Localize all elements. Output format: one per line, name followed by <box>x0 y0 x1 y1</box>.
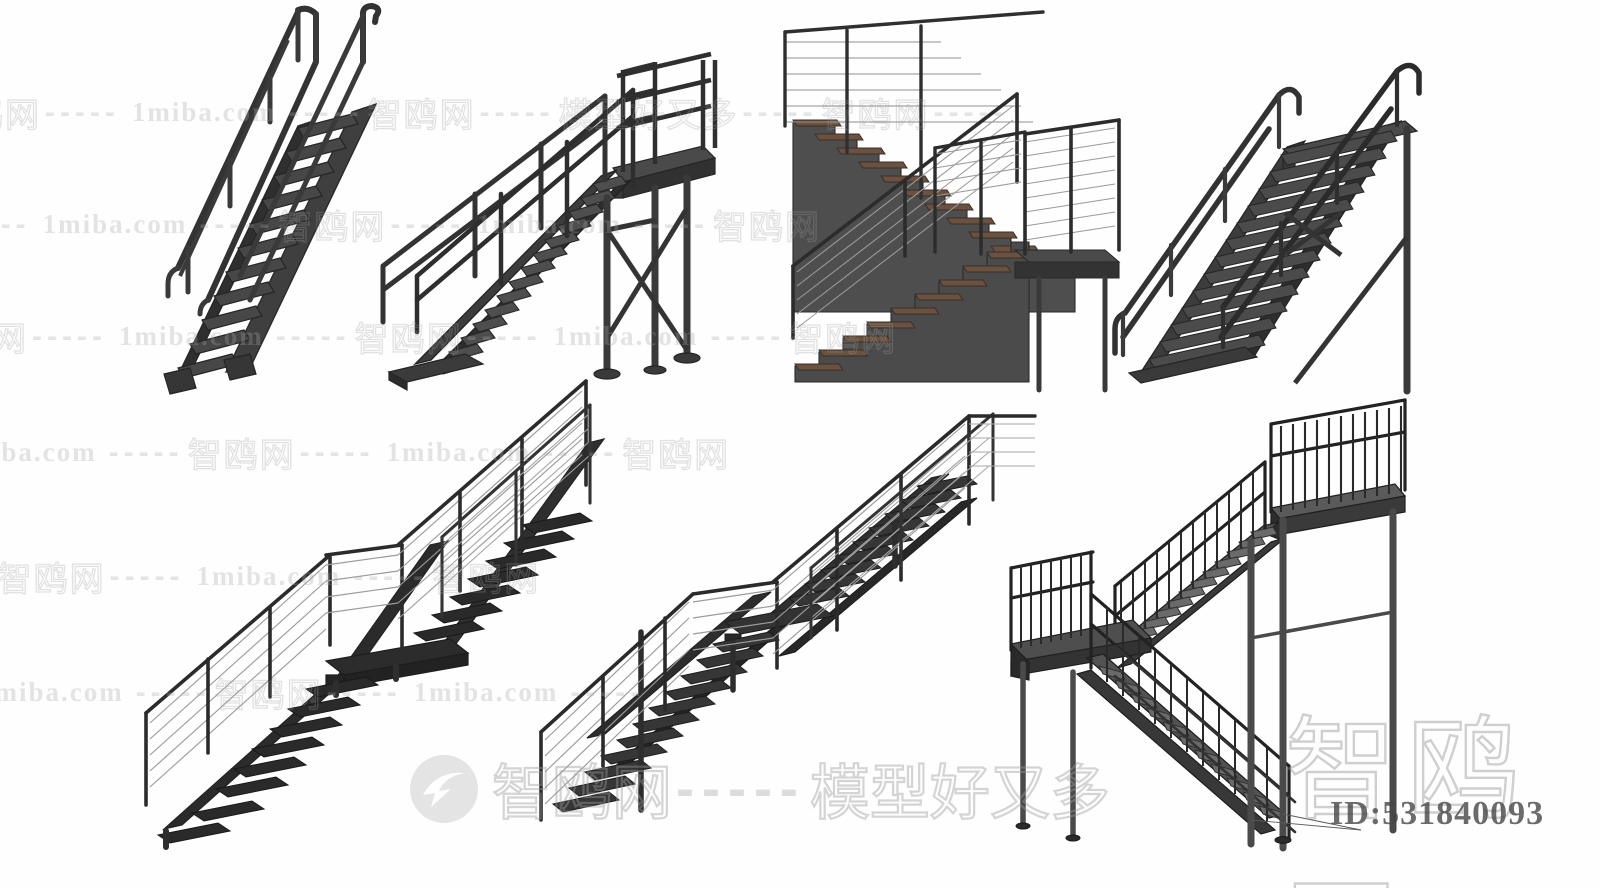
model-switchback-wood-tread-stair[interactable] <box>775 10 1125 393</box>
watermark-dash: ----- <box>44 95 120 129</box>
model-switchback-platform-tower[interactable] <box>965 398 1407 852</box>
model-mono-stringer-landing-stair[interactable] <box>130 379 606 850</box>
watermark-dash: ----- <box>0 788 1 822</box>
watermark-brand: 智鸥网 <box>0 95 41 136</box>
watermark-dash: ----- <box>32 319 107 353</box>
watermark-brand: 智鸥网 <box>0 319 28 360</box>
watermark-dash: ----- <box>0 207 31 241</box>
model-long-run-grating-stair[interactable] <box>539 390 1037 840</box>
model-open-riser-grating-stair[interactable] <box>1105 55 1445 395</box>
watermark-url: 1miba.com <box>0 677 124 707</box>
watermark-brand: 智鸥网 <box>0 559 106 600</box>
model-industrial-platform-stair[interactable] <box>355 51 718 400</box>
model-steep-ladder-stair[interactable] <box>120 0 420 400</box>
watermark-url: 1miba.com <box>0 437 97 467</box>
